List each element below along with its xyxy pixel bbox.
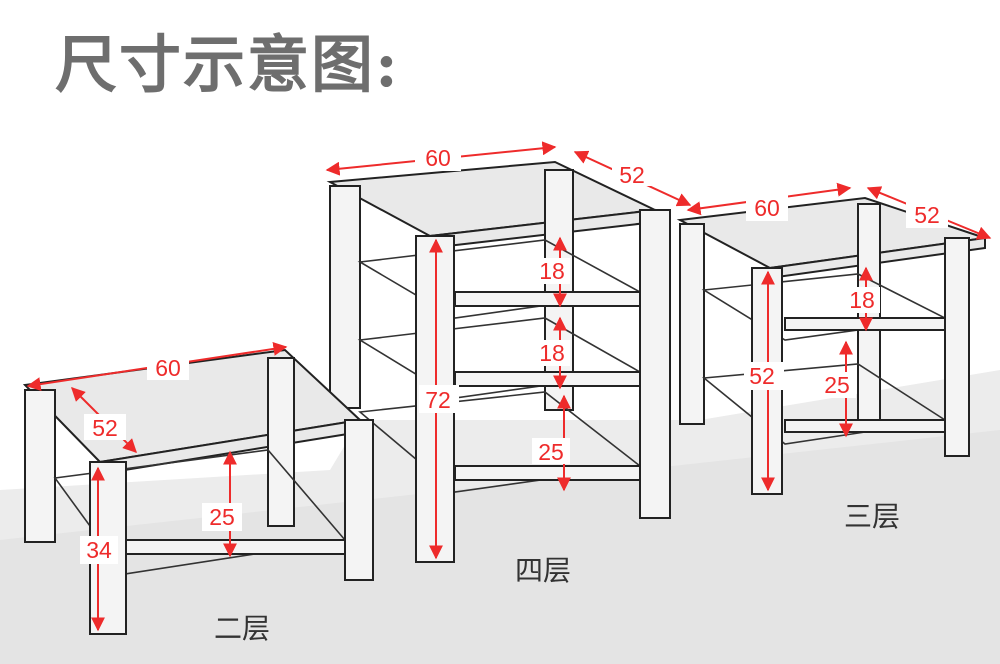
four-tier-gap-2-label: 18: [539, 340, 565, 366]
three-tier-depth-bg: [906, 202, 948, 228]
three-tier-rack: 60 52 52 18 25 三层: [676, 182, 992, 533]
two-tier-depth-bg: [84, 414, 126, 440]
three-tier-height-label: 52: [749, 363, 775, 389]
four-tier-caption: 四层: [515, 554, 571, 587]
two-tier-leg-front-right: [344, 419, 374, 581]
three-tier-gap-1-bg: [844, 287, 880, 313]
four-tier-height-label: 72: [425, 387, 451, 413]
three-tier-caption: 三层: [844, 500, 900, 533]
four-tier-rack: 60 52 72 18 18 25 四层: [325, 141, 692, 587]
four-tier-width-label: 60: [425, 145, 451, 171]
two-tier-depth-label: 52: [92, 415, 118, 441]
two-tier-gap-1-label: 25: [209, 504, 235, 530]
page-title: 尺寸示意图:: [55, 28, 400, 101]
three-tier-height-bg: [744, 362, 784, 390]
four-tier-depth-label: 52: [619, 162, 645, 188]
two-tier-width-label: 60: [155, 355, 181, 381]
two-tier-rail-1: [124, 539, 356, 555]
four-tier-gap-3-bg: [532, 438, 570, 464]
four-tier-gap-1-label: 18: [539, 258, 565, 284]
three-tier-gap-1-label: 18: [849, 287, 875, 313]
three-tier-rail-2: [784, 419, 951, 433]
two-tier-caption: 二层: [214, 612, 270, 645]
four-tier-rail-1: [454, 291, 656, 307]
two-tier-rack: 60 52 34 25 二层: [22, 341, 374, 645]
two-tier-top: [22, 348, 363, 464]
three-tier-gap-2-bg: [818, 372, 856, 398]
two-tier-height-bg: [80, 536, 118, 564]
four-tier-gap-2-bg: [534, 340, 570, 366]
four-tier-rail-2: [454, 371, 656, 387]
three-tier-depth-label: 52: [914, 202, 940, 228]
two-tier-leg-back-right: [267, 357, 295, 527]
four-tier-leg-front-right: [639, 209, 671, 519]
four-tier-width-bg: [415, 145, 461, 171]
four-tier-leg-back-left: [329, 185, 361, 409]
two-tier-gap-1-bg: [202, 503, 242, 531]
three-tier-width-label: 60: [754, 195, 780, 221]
three-tier-gap-2-label: 25: [824, 372, 850, 398]
four-tier-gap-3-label: 25: [538, 439, 564, 465]
four-tier-gap-1-bg: [534, 258, 570, 284]
two-tier-width-bg: [147, 354, 189, 380]
four-tier-height-bg: [419, 385, 459, 413]
three-tier-leg-front-right: [944, 237, 970, 457]
three-tier-leg-back-left: [679, 223, 705, 425]
two-tier-leg-back-left: [24, 389, 56, 543]
floor-plane: [0, 430, 1000, 664]
four-tier-rail-3: [454, 465, 656, 481]
four-tier-depth-bg: [612, 162, 652, 186]
three-tier-width-bg: [746, 195, 788, 221]
three-tier-rail-1: [784, 317, 951, 331]
two-tier-height-label: 34: [86, 537, 112, 563]
